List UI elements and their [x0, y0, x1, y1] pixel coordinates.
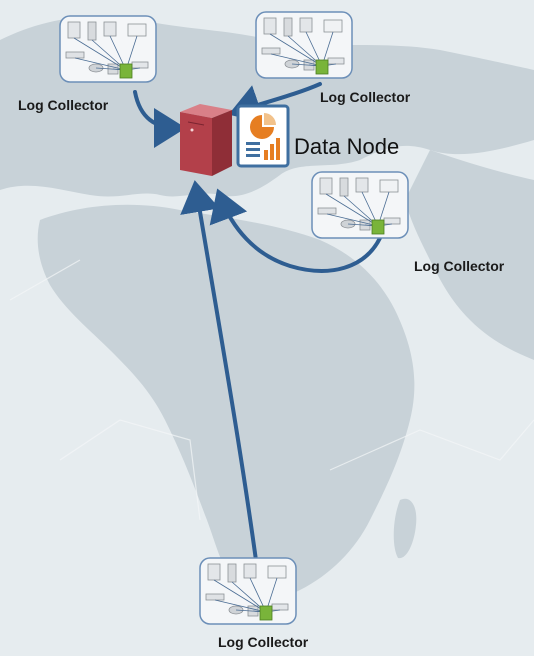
collector-label-bottom: Log Collector — [218, 634, 309, 650]
arrow-top-left — [133, 90, 186, 148]
arrow-bottom — [180, 180, 264, 608]
collector-cluster-top-right — [255, 11, 353, 79]
data-node-label: Data Node — [294, 134, 400, 159]
data-node-server-icon — [180, 104, 232, 176]
report-icon — [236, 104, 290, 168]
collector-label-top-left: Log Collector — [18, 97, 109, 113]
collector-cluster-top-left — [59, 15, 157, 83]
arrow-middle-right — [209, 188, 382, 273]
collector-label-middle-right: Log Collector — [414, 258, 505, 274]
collector-cluster-middle-right — [311, 171, 409, 239]
collector-label-top-right: Log Collector — [320, 89, 411, 105]
collector-cluster-bottom — [199, 557, 297, 625]
